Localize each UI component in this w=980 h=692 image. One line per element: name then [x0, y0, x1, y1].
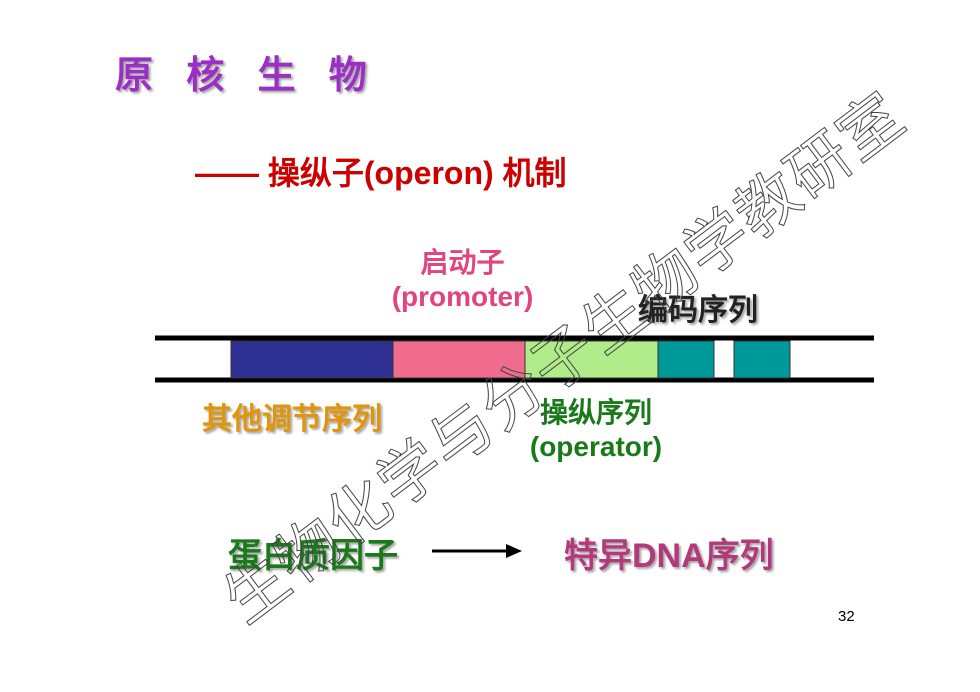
- operator-segment: [524, 340, 659, 379]
- promoter-label-en: (promoter): [391, 281, 534, 312]
- coding-sequence-label: 编码序列: [638, 293, 758, 328]
- other-regulatory-label: 其他调节序列: [202, 402, 382, 437]
- operator-label: 操纵序列 (operator): [518, 396, 674, 464]
- slide-subtitle: —— 操纵子(operon) 机制: [195, 155, 567, 191]
- operator-label-en: (operator): [529, 431, 663, 462]
- regulatory-segment: [230, 340, 394, 379]
- coding-segment-2: [733, 340, 791, 379]
- protein-factor-label: 蛋白质因子: [228, 536, 398, 576]
- promoter-segment: [392, 340, 526, 379]
- coding-segment-1: [657, 340, 715, 379]
- slide-title: 原 核 生 物: [115, 53, 377, 97]
- specific-dna-label: 特异DNA序列: [564, 537, 774, 575]
- promoter-label-cn: 启动子: [420, 247, 505, 278]
- promoter-label: 启动子 (promoter): [380, 246, 545, 314]
- operator-label-cn: 操纵序列: [539, 397, 652, 428]
- page-number: 32: [838, 608, 855, 625]
- binding-arrow-head: [506, 544, 522, 558]
